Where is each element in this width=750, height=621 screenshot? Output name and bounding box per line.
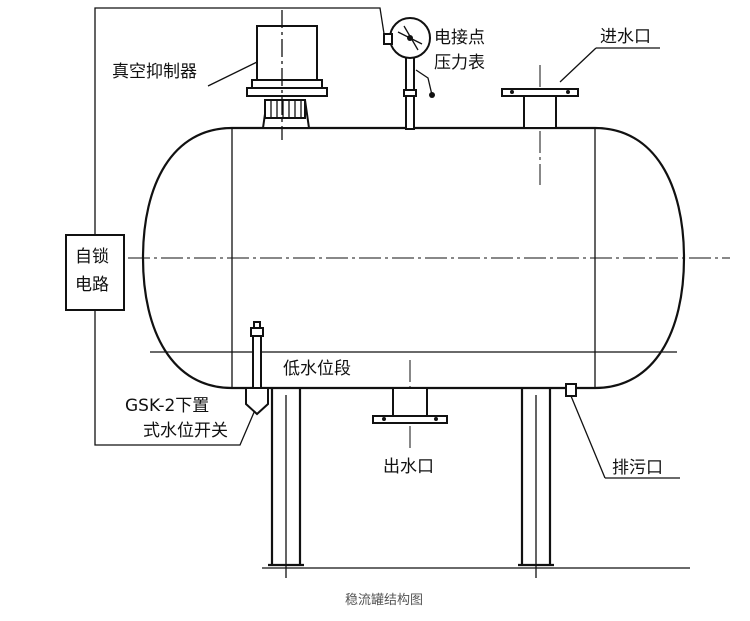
water-outlet (372, 387, 448, 424)
drain-leader (570, 395, 606, 479)
control-wire-bottom (94, 310, 256, 446)
label-drain-outlet: 排污口 (612, 458, 663, 478)
label-low-water-section: 低水位段 (283, 359, 351, 379)
drain-outlet (565, 383, 577, 397)
right-support-leg (518, 388, 554, 578)
label-switch-line1: GSK-2下置 (125, 396, 209, 416)
left-support-leg (268, 388, 304, 578)
label-water-outlet: 出水口 (383, 457, 434, 477)
label-water-inlet: 进水口 (600, 27, 651, 47)
diagram-caption: 稳流罐结构图 (345, 592, 423, 608)
water-inlet (501, 88, 579, 129)
control-wire-top (94, 7, 386, 235)
label-self-lock-line1: 自锁 (75, 247, 109, 267)
water-inlet-leader (559, 47, 597, 83)
label-self-lock-line2: 电路 (75, 275, 109, 295)
self-lock-circuit-box (65, 234, 125, 311)
level-switch (245, 321, 269, 416)
pressure-gauge (383, 17, 435, 130)
vacuum-suppressor-leader (207, 61, 258, 87)
vacuum-suppressor (246, 10, 328, 140)
label-vacuum-suppressor: 真空抑制器 (112, 62, 197, 82)
label-gauge-line1: 电接点 (434, 28, 485, 48)
label-switch-line2: 式水位开关 (143, 421, 228, 441)
label-gauge-line2: 压力表 (434, 53, 485, 73)
